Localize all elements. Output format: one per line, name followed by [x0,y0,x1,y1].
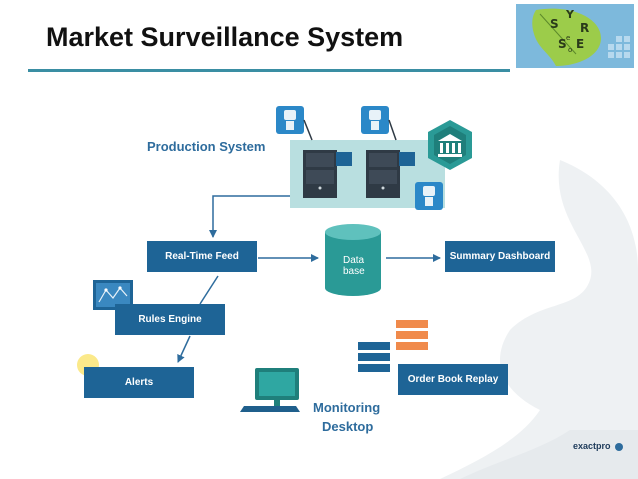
order-book-replay-box: Order Book Replay [398,364,508,395]
server-icon [303,150,352,198]
monitoring-desktop-label-line2: Desktop [322,419,374,434]
production-system-label: Production System [147,139,266,154]
order-book-stack-icon [358,320,428,372]
monitoring-desktop-label-line1: Monitoring [313,400,381,415]
decorative-background-shape [440,160,638,479]
logo-letter-e-small: e [566,34,570,42]
connector-production-to-feed [209,195,290,238]
rules-engine-box: Rules Engine [115,304,225,335]
connector-feed-to-rules [199,275,219,305]
title-underline [28,69,510,72]
brand-mark-icon [615,442,624,451]
database-label-line2: base [343,266,365,277]
connector-rules-to-alerts [177,335,191,363]
robot-icon [361,106,397,141]
footer-brand-text: exactpro [573,441,611,451]
database-cylinder-icon [325,224,381,296]
logo-letter-e: E [576,37,584,51]
exchange-building-icon [428,120,472,170]
alerts-box: Alerts [84,367,194,398]
database-label-line1: Data [343,255,365,266]
monitor-icon [240,368,300,412]
real-time-feed-box: Real-Time Feed [147,241,257,272]
robot-icon [415,182,443,210]
logo-letter-o: o [568,46,572,54]
summary-dashboard-box: Summary Dashboard [445,241,555,272]
logo-letter-r: R [580,21,589,35]
logo-letter-s1: S [550,17,559,31]
server-icon [366,150,415,198]
logo-letter-s2: S [558,37,567,51]
robot-icon [276,106,313,141]
logo-letter-y: Y [565,8,575,21]
footer-brand-logo: exactpro [573,441,624,451]
page-title: Market Surveillance System [46,22,404,52]
conference-logo: S Y R S E e o [516,4,634,68]
